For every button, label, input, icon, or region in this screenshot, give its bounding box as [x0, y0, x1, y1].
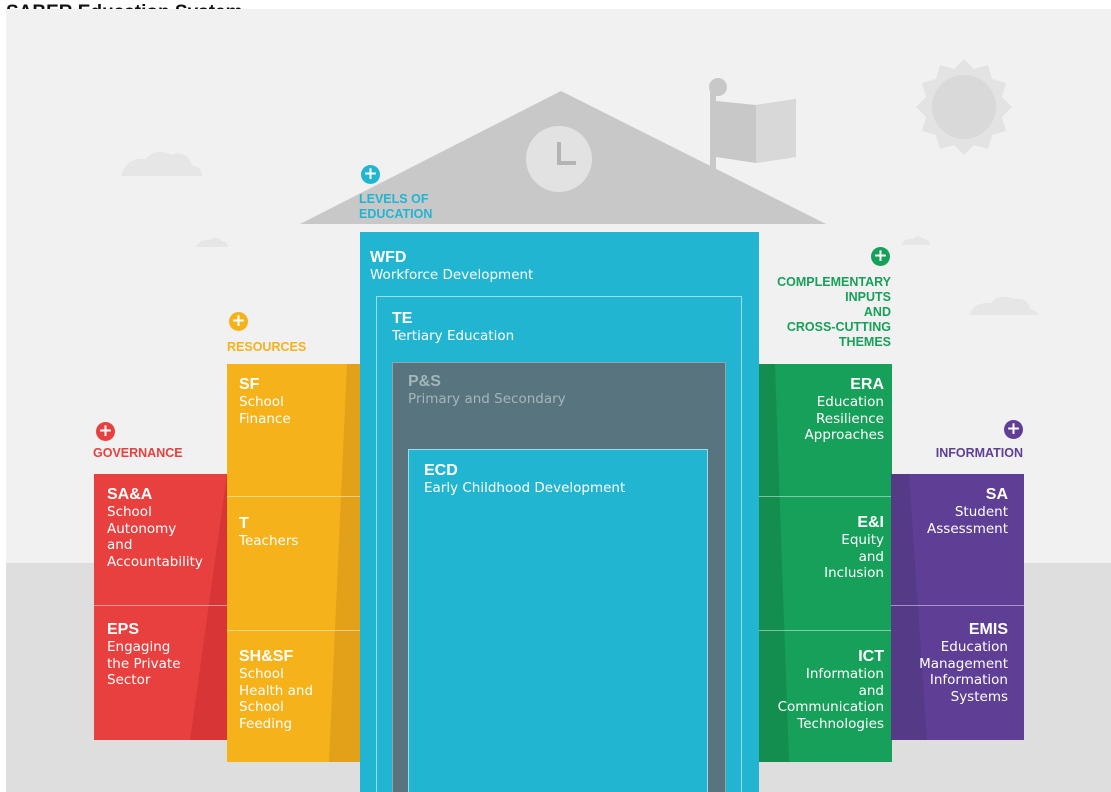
level-ps[interactable]: P&S Primary and Secondary ECD Early Chil…	[392, 362, 726, 792]
governance-plus-icon[interactable]: +	[96, 422, 115, 441]
resources-item-shsf[interactable]: SH&SF School Health and School Feeding	[227, 631, 360, 762]
scenery	[121, 59, 1038, 315]
item-abbr: E&I	[857, 514, 884, 531]
item-abbr: ECD	[424, 462, 458, 479]
complementary-item-ei[interactable]: E&I Equity and Inclusion	[759, 497, 892, 630]
item-name: Education Resilience Approaches	[804, 394, 884, 443]
item-abbr: P&S	[408, 373, 441, 390]
item-name: Education Management Information Systems	[919, 639, 1008, 705]
divider	[759, 496, 892, 497]
divider	[759, 630, 892, 631]
sun-icon	[916, 59, 1012, 155]
complementary-item-ict[interactable]: ICT Information and Communication Techno…	[759, 631, 892, 762]
item-abbr: SA	[985, 486, 1008, 503]
item-abbr: SH&SF	[239, 648, 294, 665]
item-name: School Health and School Feeding	[239, 666, 314, 732]
governance-column: SA&A School Autonomy and Accountability …	[94, 474, 227, 740]
complementary-column: ERA Education Resilience Approaches E&I …	[759, 364, 892, 762]
level-ecd[interactable]: ECD Early Childhood Development	[408, 449, 708, 792]
item-name: Engaging the Private Sector	[107, 639, 181, 688]
information-label: INFORMATION	[935, 446, 1023, 460]
item-abbr: EPS	[107, 621, 140, 638]
item-abbr: TE	[392, 310, 413, 327]
item-abbr: SF	[239, 376, 260, 393]
item-name: Tertiary Education	[392, 328, 515, 344]
item-name: Teachers	[239, 533, 299, 549]
divider	[891, 605, 1024, 606]
level-te[interactable]: TE Tertiary Education P&S Primary and Se…	[376, 296, 742, 792]
item-name: Workforce Development	[370, 267, 534, 283]
clock-icon	[526, 126, 592, 192]
item-name: School Finance	[239, 394, 291, 427]
complementary-plus-icon[interactable]: +	[871, 247, 890, 266]
levels-label: LEVELS OF EDUCATION	[359, 192, 433, 221]
item-name: Equity and Inclusion	[824, 532, 884, 581]
item-abbr: ERA	[850, 376, 884, 393]
complementary-label: COMPLEMENTARY INPUTS AND CROSS-CUTTING T…	[777, 275, 891, 349]
information-plus-icon[interactable]: +	[1004, 420, 1023, 439]
flag-icon	[709, 78, 796, 171]
resources-plus-icon[interactable]: +	[229, 312, 248, 331]
information-item-emis[interactable]: EMIS Education Management Information Sy…	[891, 606, 1024, 740]
resources-label: RESOURCES	[227, 340, 307, 354]
item-name: Student Assessment	[927, 504, 1008, 537]
item-abbr: SA&A	[107, 486, 153, 503]
item-name: Primary and Secondary	[408, 391, 566, 407]
resources-item-t[interactable]: T Teachers	[227, 497, 360, 630]
resources-column: SF School Finance T Teachers SH&SF Schoo…	[227, 364, 360, 762]
item-name: Early Childhood Development	[424, 480, 626, 496]
item-abbr: WFD	[370, 249, 407, 266]
governance-item-saa[interactable]: SA&A School Autonomy and Accountability	[94, 474, 227, 605]
level-wfd[interactable]: WFD Workforce Development TE Tertiary Ed…	[360, 232, 759, 792]
item-abbr: T	[239, 515, 249, 532]
divider	[227, 496, 360, 497]
diagram-canvas: + GOVERNANCE SA&A School Autonomy and Ac…	[6, 9, 1111, 792]
cloud-icon	[901, 236, 930, 245]
information-column: SA Student Assessment EMIS Education Man…	[891, 474, 1024, 740]
divider	[94, 605, 227, 606]
resources-item-sf[interactable]: SF School Finance	[227, 364, 360, 496]
item-name: School Autonomy and Accountability	[107, 504, 203, 570]
item-abbr: ICT	[858, 648, 884, 665]
cloud-icon	[969, 296, 1038, 315]
item-abbr: EMIS	[968, 621, 1008, 638]
information-item-sa[interactable]: SA Student Assessment	[891, 474, 1024, 605]
cloud-icon	[196, 237, 228, 247]
divider	[227, 630, 360, 631]
governance-item-eps[interactable]: EPS Engaging the Private Sector	[94, 606, 227, 740]
complementary-item-era[interactable]: ERA Education Resilience Approaches	[759, 364, 892, 496]
cloud-icon	[121, 151, 202, 176]
item-name: Information and Communication Technologi…	[777, 666, 884, 732]
levels-plus-icon[interactable]: +	[361, 165, 380, 184]
governance-label: GOVERNANCE	[93, 446, 183, 460]
